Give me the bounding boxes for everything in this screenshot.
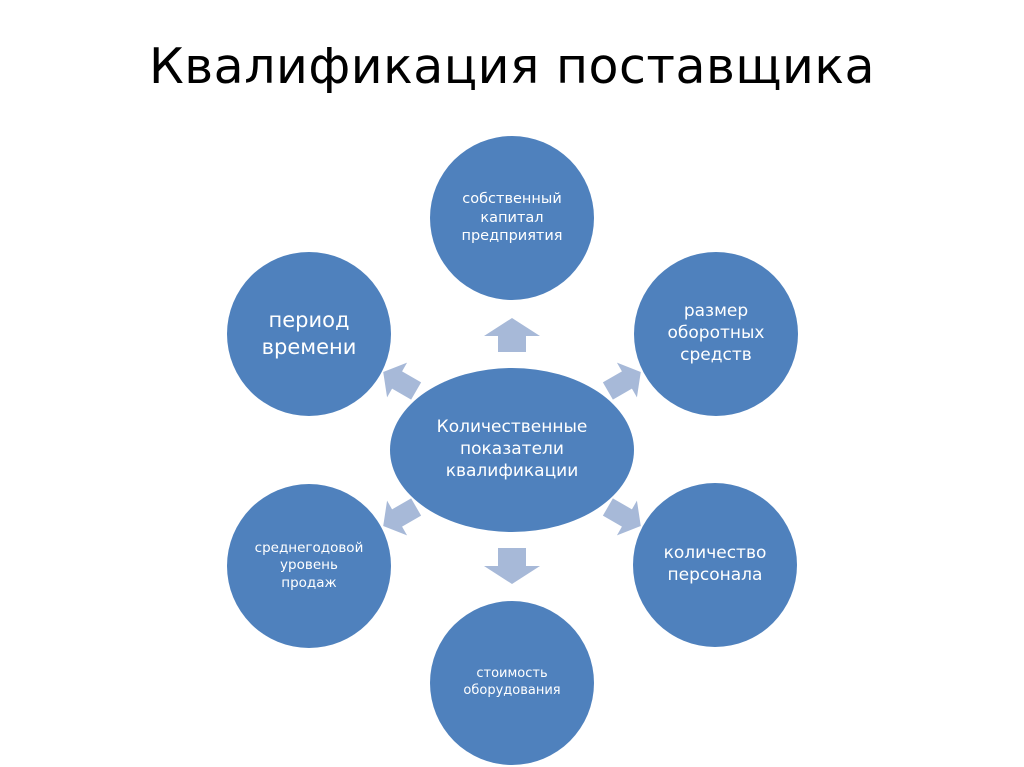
- node-upper-right: размер оборотных средств: [634, 252, 798, 416]
- node-lower-left: среднегодовой уровень продаж: [227, 484, 391, 648]
- node-bottom-label: стоимость оборудования: [463, 666, 561, 698]
- node-upper-right-label: размер оборотных средств: [667, 301, 765, 365]
- center-node: Количественные показатели квалификации: [390, 368, 634, 532]
- node-upper-left-label: период времени: [261, 308, 357, 359]
- center-node-label: Количественные показатели квалификации: [436, 417, 588, 481]
- node-upper-left: период времени: [227, 252, 391, 416]
- node-lower-right-label: количество персонала: [663, 543, 767, 585]
- arrow-lower-left-icon: [383, 498, 422, 536]
- arrow-down-icon: [484, 548, 540, 584]
- node-lower-right: количество персонала: [633, 483, 797, 647]
- arrow-upper-right-icon: [602, 362, 641, 400]
- arrow-upper-left-icon: [383, 362, 422, 400]
- arrow-lower-right-icon: [602, 498, 641, 536]
- node-top: собственный капитал предприятия: [430, 136, 594, 300]
- arrow-up-icon: [484, 318, 540, 352]
- node-lower-left-label: среднегодовой уровень продаж: [254, 540, 364, 591]
- node-top-label: собственный капитал предприятия: [461, 191, 563, 245]
- slide-title: Квалификация поставщика: [149, 38, 875, 95]
- node-bottom: стоимость оборудования: [430, 601, 594, 765]
